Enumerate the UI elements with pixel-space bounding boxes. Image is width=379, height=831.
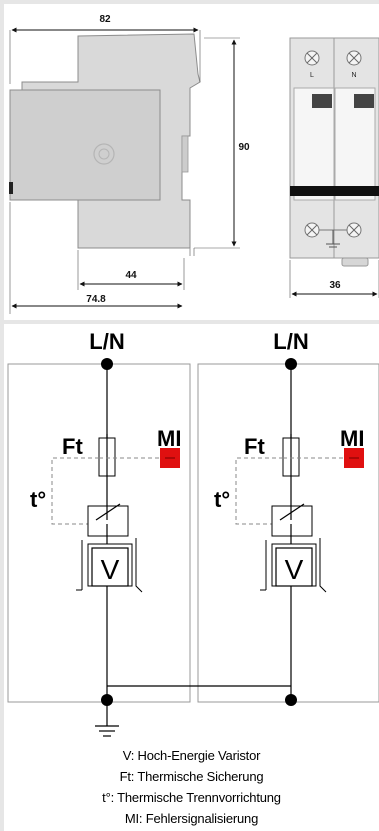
status-window <box>354 94 374 108</box>
front-housing <box>9 89 161 201</box>
supply-label-right: L/N <box>273 329 308 354</box>
circuit-right: L/N Ft MI t° V <box>214 329 364 706</box>
din-clip <box>341 257 369 267</box>
varistor-symbol <box>275 547 313 587</box>
disconnect-switch <box>271 505 313 537</box>
terminal-label-right: N <box>351 72 356 79</box>
disconnect-switch <box>87 505 129 537</box>
rail-emblem-icon <box>93 143 115 165</box>
module-outline-left <box>7 363 191 703</box>
terminal-label-left: L <box>310 72 314 79</box>
thermal-label: t° <box>214 487 230 512</box>
clip-mark <box>9 182 13 194</box>
indicator-label: MI <box>340 426 364 451</box>
dim-width-label: 82 <box>99 14 111 25</box>
fuse-label: Ft <box>62 434 83 459</box>
dimension-drawing: 82 90 44 74.8 L N <box>9 14 379 314</box>
supply-label-left: L/N <box>89 329 124 354</box>
thermal-label: t° <box>30 487 46 512</box>
legend-indicator: MI: Fehlersignalisierung <box>124 811 259 826</box>
varistor-label: V <box>285 554 304 585</box>
dim-depth-label: 44 <box>125 270 137 281</box>
circuit-diagram-panel: L/N Ft MI t° V <box>4 324 379 831</box>
side-view <box>9 33 201 256</box>
legend-thermal: t°: Thermische Trennvorrichtung <box>102 790 281 805</box>
circuit-diagram: L/N Ft MI t° V <box>7 329 379 737</box>
ground-icon <box>95 725 119 737</box>
dim-total-depth-label: 74.8 <box>86 294 106 305</box>
circuit-left: L/N Ft MI t° V <box>30 329 181 706</box>
front-view: L N <box>289 37 379 267</box>
dim-height-label: 90 <box>238 142 250 153</box>
legend-fuse: Ft: Thermische Sicherung <box>119 769 264 784</box>
dim-module-width-label: 36 <box>329 280 341 291</box>
varistor-label: V <box>101 554 120 585</box>
legend-varistor: V: Hoch-Energie Varistor <box>122 748 261 763</box>
dimension-drawing-panel: 82 90 44 74.8 L N <box>4 4 379 320</box>
varistor-symbol <box>91 547 129 587</box>
status-window <box>312 94 332 108</box>
indicator-label: MI <box>157 426 181 451</box>
fuse-label: Ft <box>244 434 265 459</box>
junction-dot <box>285 694 297 706</box>
